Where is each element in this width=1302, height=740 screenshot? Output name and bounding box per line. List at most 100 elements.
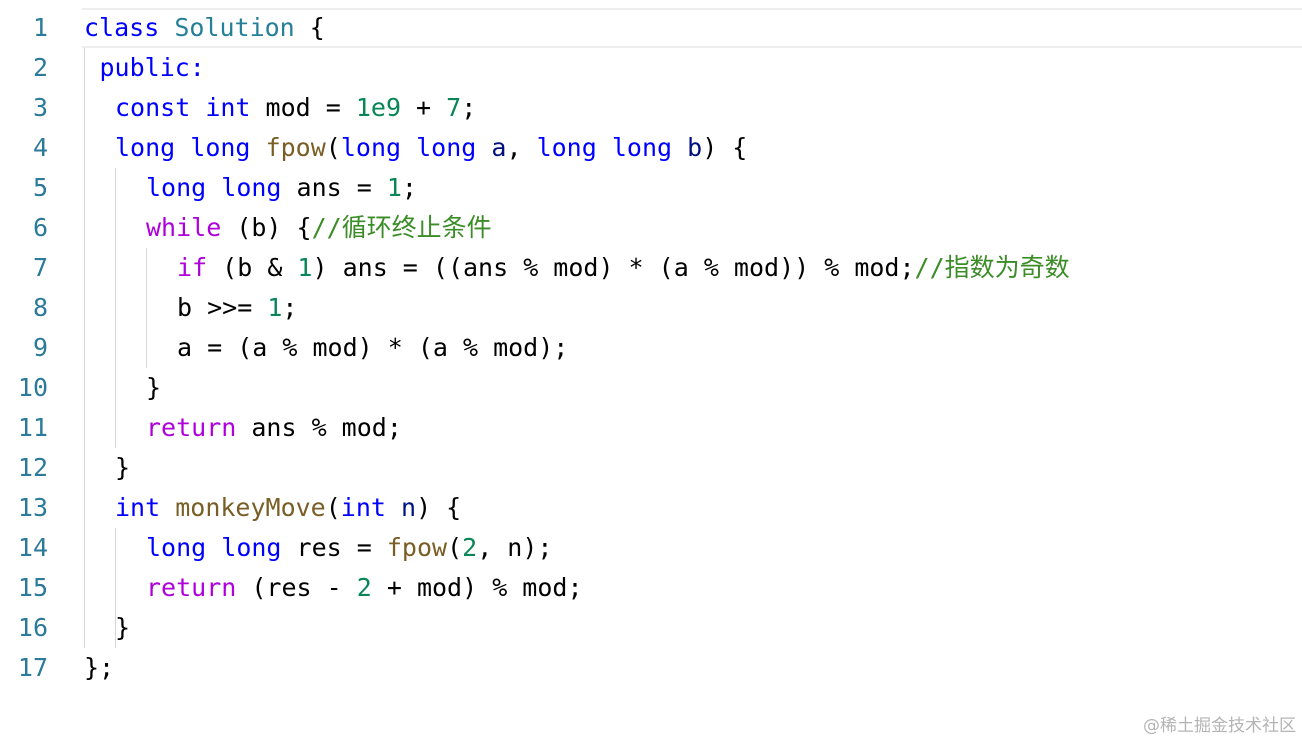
indent-guide xyxy=(146,248,147,368)
code-token: (b) { xyxy=(221,213,312,242)
code-token xyxy=(206,533,221,562)
code-token: ; xyxy=(461,93,477,122)
line-number: 11 xyxy=(17,413,48,442)
code-token xyxy=(206,173,221,202)
code-token: long xyxy=(190,133,251,162)
code-text[interactable]: const int mod = 1e9 + 7; xyxy=(115,88,476,128)
code-token: ans = xyxy=(281,173,387,202)
line-number: 3 xyxy=(32,93,48,122)
code-text[interactable]: } xyxy=(146,368,161,408)
code-token xyxy=(401,133,416,162)
indent-guide xyxy=(115,528,116,648)
code-token: } xyxy=(115,453,131,482)
code-token: int xyxy=(205,93,251,122)
code-text[interactable]: class Solution { xyxy=(84,8,325,48)
code-text[interactable]: return ans % mod; xyxy=(146,408,402,448)
code-token: mod = xyxy=(250,93,356,122)
line-number: 16 xyxy=(17,613,48,642)
code-token: return xyxy=(146,573,237,602)
code-token: (res - xyxy=(236,573,357,602)
code-token xyxy=(175,133,190,162)
code-token: long xyxy=(611,133,673,162)
code-token: long xyxy=(536,133,597,162)
code-token: int xyxy=(115,493,161,522)
code-token xyxy=(190,93,205,122)
code-token: Solution xyxy=(174,13,295,42)
line-number: 17 xyxy=(17,653,48,682)
code-text[interactable]: } xyxy=(115,608,130,648)
code-token: ; xyxy=(401,173,417,202)
line-number: 4 xyxy=(32,133,48,162)
code-token xyxy=(597,133,612,162)
code-token: long xyxy=(340,133,402,162)
current-line-highlight xyxy=(82,8,1302,48)
code-token: + xyxy=(401,93,447,122)
code-token xyxy=(251,133,266,162)
code-text[interactable]: } xyxy=(115,448,130,488)
code-token: 2 xyxy=(462,533,478,562)
code-text[interactable]: long long ans = 1; xyxy=(146,168,417,208)
code-text[interactable]: long long res = fpow(2, n); xyxy=(146,528,552,568)
code-text[interactable]: public: xyxy=(100,48,205,88)
code-token: long xyxy=(221,533,282,562)
code-token: ) ans = ((ans % mod) * (a % mod)) % mod; xyxy=(312,253,915,282)
code-token: ( xyxy=(447,533,463,562)
code-token: n xyxy=(401,493,417,522)
code-token: a xyxy=(491,133,507,162)
code-token: fpow xyxy=(386,533,448,562)
line-number: 8 xyxy=(32,293,48,322)
code-text[interactable]: long long fpow(long long a, long long b)… xyxy=(115,128,747,168)
code-token: }; xyxy=(84,653,115,682)
code-text[interactable]: int monkeyMove(int n) { xyxy=(115,488,461,528)
code-text[interactable]: }; xyxy=(84,648,114,688)
code-text[interactable]: a = (a % mod) * (a % mod); xyxy=(177,328,568,368)
code-token: ) { xyxy=(416,493,462,522)
line-number: 12 xyxy=(17,453,48,482)
code-token: long xyxy=(146,533,207,562)
code-token: monkeyMove xyxy=(175,493,326,522)
line-number: 7 xyxy=(32,253,48,282)
line-number: 6 xyxy=(32,213,48,242)
code-token: 2 xyxy=(356,573,372,602)
code-token: 1e9 xyxy=(355,93,401,122)
line-number: 14 xyxy=(17,533,48,562)
code-token: (b & xyxy=(207,253,298,282)
code-token xyxy=(160,493,175,522)
code-token: res = xyxy=(281,533,387,562)
code-token: class xyxy=(84,13,160,42)
code-token: , xyxy=(506,133,537,162)
line-number: 1 xyxy=(32,13,48,42)
code-text[interactable]: while (b) {//循环终止条件 xyxy=(146,208,492,248)
code-token: b >>= xyxy=(177,293,268,322)
code-token: fpow xyxy=(265,133,326,162)
code-text[interactable]: b >>= 1; xyxy=(177,288,297,328)
indent-guide xyxy=(84,48,85,648)
code-token: return xyxy=(146,413,237,442)
code-text[interactable]: return (res - 2 + mod) % mod; xyxy=(146,568,583,608)
code-token: { xyxy=(294,13,325,42)
code-token: ( xyxy=(325,493,341,522)
code-token: } xyxy=(115,613,131,642)
code-token: + mod) % mod; xyxy=(371,573,583,602)
code-token xyxy=(672,133,687,162)
code-token: a = (a % mod) * (a % mod); xyxy=(177,333,569,362)
code-token: , n); xyxy=(477,533,553,562)
code-token xyxy=(476,133,491,162)
code-token: 7 xyxy=(446,93,462,122)
code-token: long xyxy=(115,133,176,162)
line-number: 13 xyxy=(17,493,48,522)
code-text[interactable]: if (b & 1) ans = ((ans % mod) * (a % mod… xyxy=(177,248,1070,288)
line-number: 15 xyxy=(17,573,48,602)
code-token: 1 xyxy=(297,253,313,282)
watermark: @稀土掘金技术社区 xyxy=(1143,716,1296,736)
code-token: int xyxy=(340,493,386,522)
code-token: long xyxy=(416,133,477,162)
code-token: long xyxy=(146,173,207,202)
code-token: if xyxy=(177,253,208,282)
code-token xyxy=(386,493,401,522)
line-number: 9 xyxy=(32,333,48,362)
line-number: 2 xyxy=(32,53,48,82)
code-token: 1 xyxy=(386,173,402,202)
code-token: long xyxy=(221,173,282,202)
